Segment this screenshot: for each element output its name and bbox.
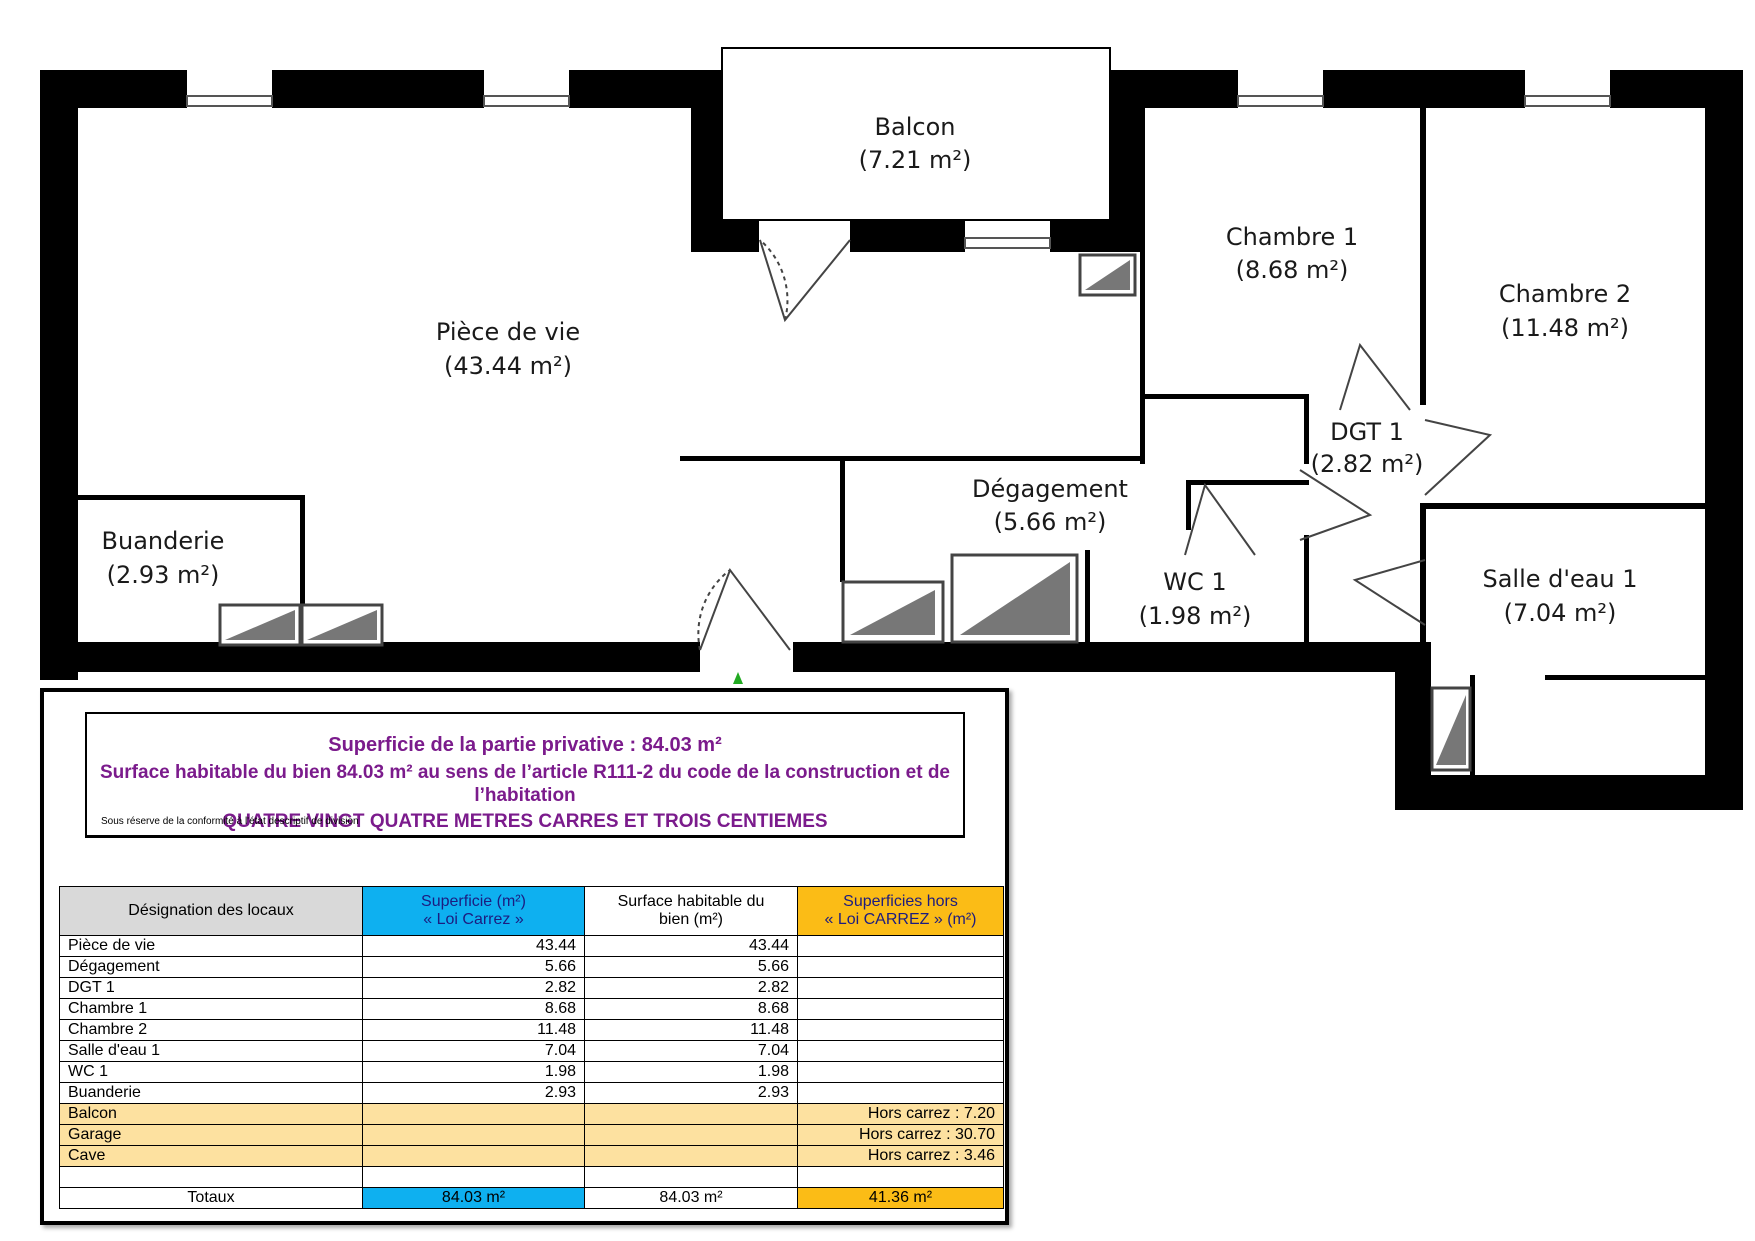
fixtures: [218, 253, 1472, 772]
totals-label: Totaux: [59, 1187, 363, 1209]
room-area-wc-1: (1.98 m²): [1139, 602, 1252, 630]
room-name-chambre-1: Chambre 1: [1226, 223, 1358, 251]
room-name-salle-deau-1: Salle d'eau 1: [1482, 565, 1637, 593]
summary-box: Superficie de la partie privative : 84.0…: [85, 712, 965, 838]
room-name-dgt-1: DGT 1: [1330, 418, 1404, 446]
summary-habitable: Surface habitable du bien 84.03 m² au se…: [100, 762, 950, 806]
table-row-empty: [59, 1166, 1004, 1188]
room-area-chambre-2: (11.48 m²): [1501, 314, 1629, 342]
entrance-marker: [733, 672, 743, 684]
surface-table: Désignation des locaux Superficie (m²)« …: [59, 886, 1004, 1209]
room-name-buanderie: Buanderie: [102, 527, 225, 555]
header-designation: Désignation des locaux: [59, 886, 363, 936]
room-name-chambre-2: Chambre 2: [1499, 280, 1631, 308]
doors: [697, 239, 1493, 651]
totals-carrez: 84.03 m²: [362, 1187, 585, 1209]
summary-note: Sous réserve de la conformité à l'état d…: [101, 816, 359, 827]
room-name-balcon: Balcon: [875, 113, 956, 141]
table-header: Désignation des locaux Superficie (m²)« …: [59, 886, 1004, 936]
totals-habitable: 84.03 m²: [584, 1187, 798, 1209]
totals-hors-carrez: 41.36 m²: [797, 1187, 1004, 1209]
balcony-outline: [721, 47, 1111, 221]
room-name-wc-1: WC 1: [1163, 568, 1226, 596]
walls: [40, 70, 1743, 810]
room-area-dgt-1: (2.82 m²): [1311, 450, 1424, 478]
room-area-degagement: (5.66 m²): [994, 508, 1107, 536]
windows: [186, 95, 1611, 249]
room-area-buanderie: (2.93 m²): [107, 561, 220, 589]
summary-in-words: QUATRE VINGT QUATRE METRES CARRES ET TRO…: [222, 811, 828, 832]
room-area-salle-deau-1: (7.04 m²): [1504, 599, 1617, 627]
room-area-chambre-1: (8.68 m²): [1236, 256, 1349, 284]
header-carrez: Superficie (m²)« Loi Carrez »: [362, 886, 585, 936]
room-labels: Pièce de vie (43.44 m²) Balcon (7.21 m²)…: [102, 113, 1638, 630]
room-name-degagement: Dégagement: [972, 475, 1128, 503]
room-area-balcon: (7.21 m²): [859, 146, 972, 174]
table-row-totals: Totaux 84.03 m² 84.03 m² 41.36 m²: [59, 1187, 1004, 1209]
surface-summary-panel: Superficie de la partie privative : 84.0…: [40, 688, 1009, 1225]
summary-title: Superficie de la partie privative : 84.0…: [328, 734, 722, 756]
room-area-piece-de-vie: (43.44 m²): [444, 352, 572, 380]
room-name-piece-de-vie: Pièce de vie: [436, 318, 580, 346]
header-hors-carrez: Superficies hors« Loi CARREZ » (m²): [797, 886, 1004, 936]
